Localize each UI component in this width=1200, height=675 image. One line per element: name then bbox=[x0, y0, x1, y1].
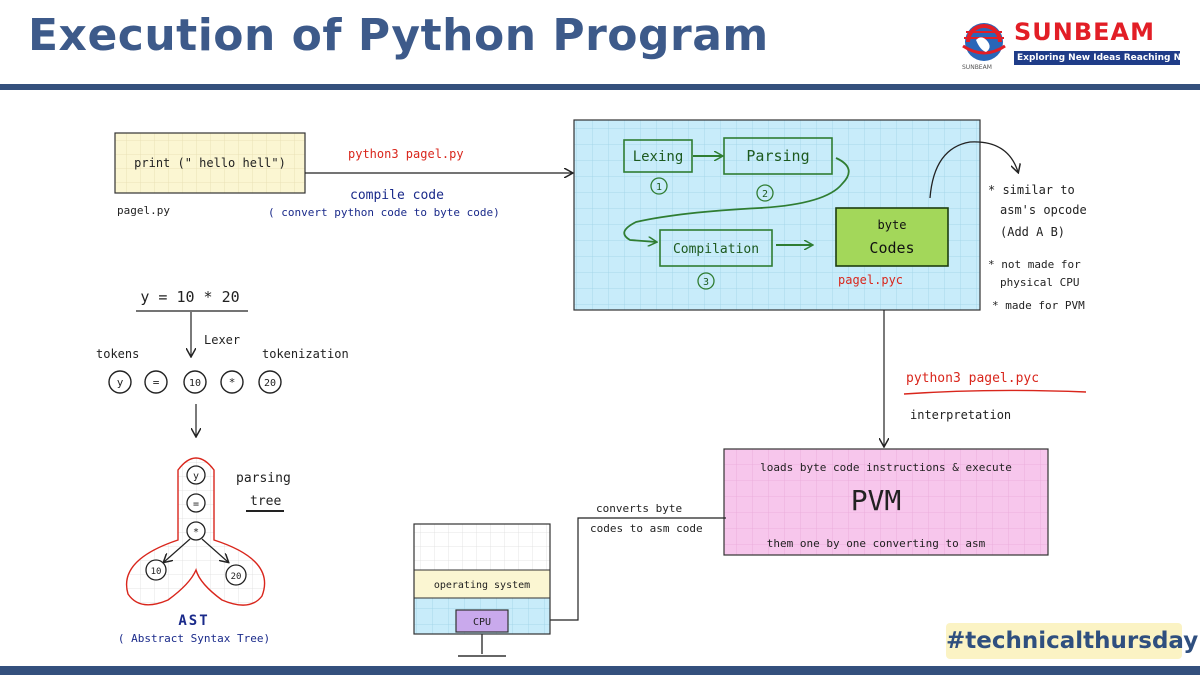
convert-line2: codes to asm code bbox=[590, 522, 703, 535]
step2-badge bbox=[756, 184, 774, 202]
ast-subtitle: ( Abstract Syntax Tree) bbox=[118, 632, 270, 645]
ast-title: AST bbox=[178, 613, 209, 629]
compilation-label: Compilation bbox=[673, 242, 759, 257]
byte-codes-box bbox=[835, 207, 949, 267]
compile-command: python3 pagel.py bbox=[348, 147, 464, 161]
token-text: y bbox=[117, 376, 124, 389]
parsing-label: Parsing bbox=[746, 147, 809, 165]
byte-codes-line2: Codes bbox=[869, 239, 914, 257]
pvm-title: PVM bbox=[851, 484, 902, 517]
compilation-box bbox=[659, 229, 773, 267]
tree-note: tree bbox=[250, 494, 281, 509]
token-circle bbox=[183, 370, 207, 394]
ast-node bbox=[186, 465, 206, 485]
step1-badge bbox=[650, 177, 668, 195]
ast-node-text: 10 bbox=[151, 567, 162, 577]
tokens-label: tokens bbox=[96, 347, 139, 361]
token-text: 20 bbox=[264, 378, 276, 389]
lexing-box bbox=[623, 139, 693, 173]
os-label: operating system bbox=[434, 580, 530, 591]
notes-arrow bbox=[929, 141, 1018, 199]
note1-line3: (Add A B) bbox=[1000, 225, 1065, 239]
output-filename: pagel.pyc bbox=[838, 273, 903, 287]
token-circle bbox=[220, 370, 244, 394]
page-title: Execution of Python Program bbox=[28, 10, 769, 61]
token-text: 10 bbox=[189, 378, 201, 389]
source-code: print (" hello hell") bbox=[134, 156, 286, 170]
parsing-box bbox=[723, 137, 833, 175]
compile-label: compile code bbox=[350, 188, 444, 203]
hashtag-badge: #technicalthursday bbox=[946, 623, 1198, 659]
ast-node bbox=[145, 559, 167, 581]
logo-sub: SUNBEAM bbox=[962, 64, 992, 71]
source-code-box: print (" hello hell") bbox=[114, 132, 306, 194]
interpret-label: interpretation bbox=[910, 408, 1011, 422]
ast-node-text: * bbox=[193, 527, 199, 538]
token-circle bbox=[258, 370, 282, 394]
footer-rule bbox=[0, 666, 1200, 675]
ast-node bbox=[186, 493, 206, 513]
note1-line1: * similar to bbox=[988, 183, 1075, 197]
cpu-chip bbox=[455, 609, 509, 633]
note2-line1: * not made for bbox=[988, 258, 1081, 271]
parsing-note: parsing bbox=[236, 471, 291, 486]
token-text: * bbox=[229, 376, 236, 389]
token-circle bbox=[144, 370, 168, 394]
logo-name: SUNBEAM bbox=[1014, 18, 1156, 46]
convert-line1: converts byte bbox=[596, 502, 682, 515]
note1-line2: asm's opcode bbox=[1000, 203, 1087, 217]
sunbeam-logo: SUNBEAM Exploring New Ideas Reaching New… bbox=[958, 16, 1200, 72]
step3-number: 3 bbox=[703, 277, 709, 288]
ast-node-text: = bbox=[193, 499, 199, 510]
cpu-label: CPU bbox=[473, 617, 491, 628]
interpret-command: python3 pagel.pyc bbox=[906, 371, 1039, 386]
parse-to-compile-arrow bbox=[623, 157, 850, 242]
globe-icon bbox=[962, 23, 1006, 61]
ast-node bbox=[186, 521, 206, 541]
lexer-expression: y = 10 * 20 bbox=[140, 288, 239, 306]
pvm-box bbox=[723, 448, 1049, 556]
pvm-top-text: loads byte code instructions & execute bbox=[760, 461, 1012, 474]
step2-number: 2 bbox=[762, 189, 768, 200]
ast-node-text: y bbox=[193, 471, 199, 482]
ast-edge bbox=[201, 538, 228, 562]
token-circle bbox=[108, 370, 132, 394]
compile-note: ( convert python code to byte code) bbox=[268, 206, 500, 219]
tokenization-label: tokenization bbox=[262, 347, 349, 361]
step3-badge bbox=[697, 272, 715, 290]
byte-codes-line1: byte bbox=[878, 218, 907, 232]
ast-node-text: 20 bbox=[231, 572, 242, 582]
source-filename: pagel.py bbox=[117, 204, 170, 217]
header-rule bbox=[0, 84, 1200, 90]
pvm-bottom-text: them one by one converting to asm bbox=[767, 537, 986, 550]
lexing-label: Lexing bbox=[633, 149, 684, 165]
note3: * made for PVM bbox=[992, 299, 1085, 312]
interpret-underline bbox=[903, 389, 1087, 395]
computer-monitor bbox=[413, 523, 551, 657]
lexer-label: Lexer bbox=[204, 333, 240, 347]
logo-tagline: Exploring New Ideas Reaching New Heights bbox=[1014, 51, 1200, 65]
step1-number: 1 bbox=[656, 182, 662, 193]
ast-node bbox=[225, 564, 247, 586]
ast-edge bbox=[164, 538, 191, 562]
note2-line2: physical CPU bbox=[1000, 276, 1079, 289]
token-text: = bbox=[153, 376, 160, 389]
